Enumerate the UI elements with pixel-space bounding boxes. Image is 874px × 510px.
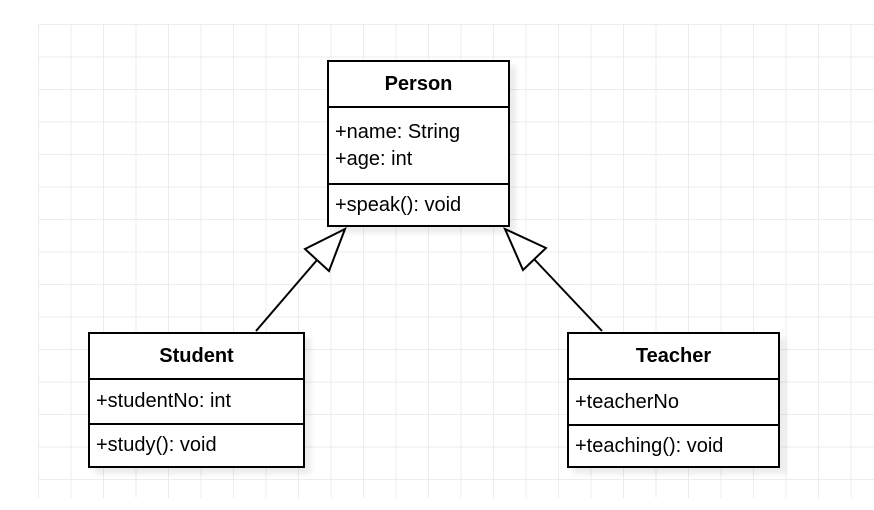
class-person-name: Person xyxy=(384,72,453,95)
class-person[interactable]: Person +name: String +age: int +speak():… xyxy=(327,60,510,227)
class-person-methods: +speak(): void xyxy=(329,183,508,225)
class-person-attributes: +name: String +age: int xyxy=(329,106,508,183)
method: +teaching(): void xyxy=(575,434,724,457)
generalization-arrow-teacher-to-person[interactable] xyxy=(503,226,603,332)
edge-line[interactable] xyxy=(255,259,318,332)
hollow-triangle-arrowhead xyxy=(503,226,548,272)
class-student[interactable]: Student +studentNo: int +study(): void xyxy=(88,332,305,468)
class-teacher-methods: +teaching(): void xyxy=(569,424,778,466)
hollow-triangle-arrowhead xyxy=(303,226,347,273)
attribute: +studentNo: int xyxy=(96,390,232,412)
class-teacher-name: Teacher xyxy=(635,344,712,367)
generalization-arrow-student-to-person[interactable] xyxy=(255,226,347,332)
attribute: +teacherNo xyxy=(575,390,679,413)
class-teacher[interactable]: Teacher +teacherNo +teaching(): void xyxy=(567,332,780,468)
attribute: +name: String xyxy=(335,120,461,143)
attribute: +age: int xyxy=(335,147,413,170)
edge-line[interactable] xyxy=(533,258,603,332)
method: +study(): void xyxy=(96,434,217,456)
method: +speak(): void xyxy=(335,193,462,216)
class-teacher-attributes: +teacherNo xyxy=(569,378,778,424)
class-student-name: Student xyxy=(159,344,234,367)
class-student-methods: +study(): void xyxy=(90,423,303,466)
class-student-attributes: +studentNo: int xyxy=(90,378,303,423)
